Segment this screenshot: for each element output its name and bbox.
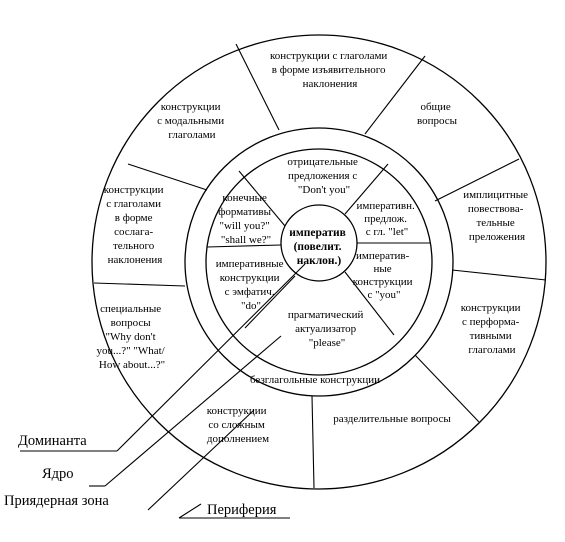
segment-line: тельного xyxy=(113,240,155,252)
segment-line: с эмфатич. xyxy=(225,286,275,298)
segment-line: конструкции с глаголами xyxy=(270,50,387,62)
segment-line: наклонения xyxy=(108,254,163,266)
segment-line: конструкции xyxy=(161,101,221,113)
segment-line: "please" xyxy=(309,337,345,349)
periphery-conjunctive: конструкции с глаголами в форме сослага-… xyxy=(104,184,167,266)
legend-core: Ядро xyxy=(42,466,74,482)
leader-lines xyxy=(20,263,306,519)
segment-line: имплицитные xyxy=(463,189,528,201)
core-label: императив (повелит. наклон.) xyxy=(289,227,348,267)
segment-line: с гл. "let" xyxy=(366,226,409,238)
segment-line: императивн. xyxy=(357,200,415,212)
segment-line: конструкции xyxy=(207,405,267,417)
periphery-general-questions: общие вопросы xyxy=(417,101,458,127)
near-core-dividers xyxy=(206,163,431,336)
periphery-dividers xyxy=(93,43,547,489)
core-line: (повелит. xyxy=(294,241,342,253)
segment-line: "shall we?" xyxy=(221,234,271,246)
segment-line: предложения с xyxy=(288,170,357,182)
segment-line: отрицательные xyxy=(287,156,358,168)
core-line: императив xyxy=(289,227,346,239)
segment-line: How about...?" xyxy=(99,359,165,371)
segment-line: с перформа- xyxy=(462,316,520,328)
segment-line: "will you?" xyxy=(220,220,270,232)
segment-line: конструкции xyxy=(220,272,280,284)
segment-line: со сложным xyxy=(208,419,265,431)
segment-line: конечные xyxy=(222,192,267,204)
segment-line: "Why don't xyxy=(106,331,156,343)
near-core-emphatic-do: императивные конструкции с эмфатич. "do" xyxy=(216,258,287,312)
segment-line: предлож. xyxy=(364,213,407,225)
segment-line: в форме xyxy=(115,212,153,224)
segment-line: вопросы xyxy=(111,317,152,329)
periphery-modal: конструкции с модальными глаголами xyxy=(157,101,227,141)
legend-periphery: Периферия xyxy=(207,502,277,518)
near-core-please: прагматический актуализатор "please" xyxy=(288,309,366,349)
segment-line: с "you" xyxy=(367,289,400,301)
segment-line: общие xyxy=(420,101,450,113)
segment-line: разделительные вопросы xyxy=(333,413,451,425)
segment-line: с модальными xyxy=(157,115,224,127)
segment-line: конструкции xyxy=(353,276,413,288)
segment-line: в форме изъявительного xyxy=(272,64,386,76)
outer-circle xyxy=(91,34,547,490)
segment-line: императивные xyxy=(216,258,284,270)
segment-line: специальные xyxy=(100,303,161,315)
periphery-subjunctive: конструкции с глаголами в форме изъявите… xyxy=(270,50,390,90)
segment-line: с глаголами xyxy=(106,198,161,210)
segment-line: сослага- xyxy=(114,226,153,238)
segment-line: дополнением xyxy=(207,433,269,445)
periphery-complex-object: конструкции со сложным дополнением xyxy=(207,405,270,445)
segment-line: конструкции xyxy=(461,302,521,314)
near-core-let: императивн. предлож. с гл. "let" xyxy=(357,200,418,238)
segment-line: конструкции xyxy=(104,184,164,196)
segment-line: "Don't you" xyxy=(298,184,350,196)
segment-line: повествова- xyxy=(468,203,524,215)
segment-line: "do" xyxy=(241,300,261,312)
segment-line: вопросы xyxy=(417,115,458,127)
segment-line: ные xyxy=(374,263,392,275)
near-core-negative: отрицательные предложения с "Don't you" xyxy=(287,156,360,196)
segment-line: you...?" "What/ xyxy=(97,345,166,357)
core-line: наклон.) xyxy=(297,255,342,267)
middle-ring-verbless: безглагольные конструкции xyxy=(250,374,380,386)
near-core-you: императив- ные конструкции с "you" xyxy=(353,250,416,301)
near-core-final-formatives: конечные формативы "will you?" "shall we… xyxy=(218,192,273,246)
periphery-special-questions: специальные вопросы "Why don't you...?" … xyxy=(97,303,168,371)
segment-line: прагматический xyxy=(288,309,364,321)
periphery-tag-questions: разделительные вопросы xyxy=(333,413,451,425)
middle-circle xyxy=(184,127,454,397)
segment-line: преложения xyxy=(469,231,525,243)
periphery-implicit-narrative: имплицитные повествова- тельные преложен… xyxy=(463,189,531,243)
segment-line: наклонения xyxy=(303,78,358,90)
segment-line: формативы xyxy=(218,206,271,218)
legend-dominant: Доминанта xyxy=(18,433,87,449)
segment-line: безглагольные конструкции xyxy=(250,374,380,386)
segment-line: императив- xyxy=(356,250,410,262)
inner-circle xyxy=(205,148,433,376)
segment-line: актуализатор xyxy=(295,323,357,335)
legend-near-core: Приядерная зона xyxy=(4,493,109,509)
segment-line: глаголами xyxy=(168,129,215,141)
segment-line: тивными xyxy=(470,330,512,342)
segment-line: глаголами xyxy=(468,344,515,356)
segment-line: тельные xyxy=(476,217,514,229)
periphery-performative: конструкции с перформа- тивными глаголам… xyxy=(461,302,524,356)
